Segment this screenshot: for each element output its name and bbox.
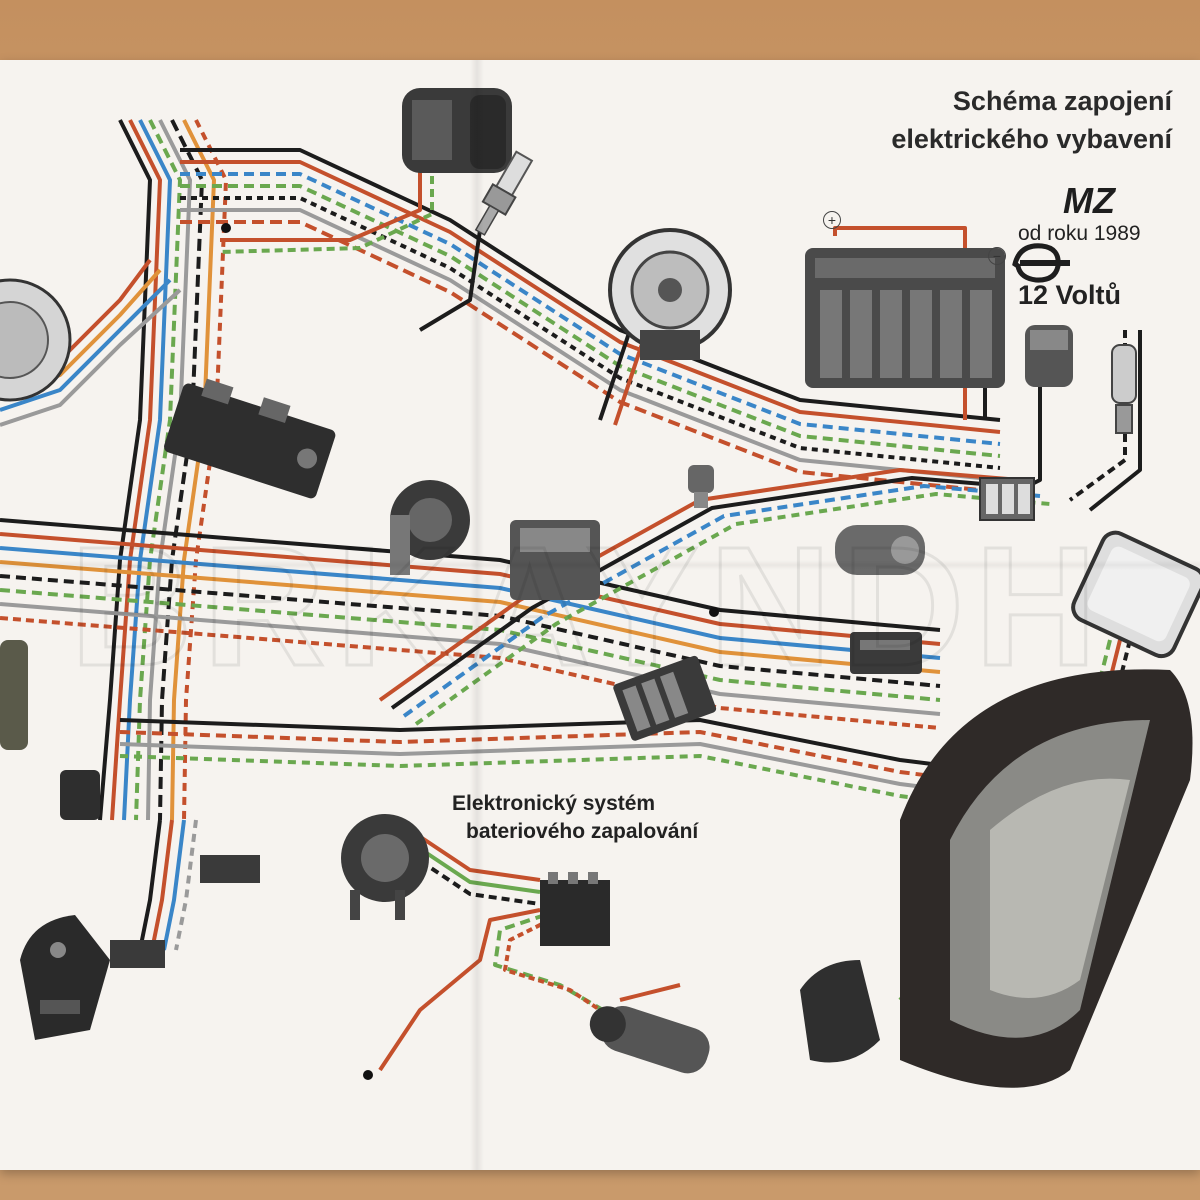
wiring-diagram-poster: BRKAYNDH xyxy=(0,60,1200,1170)
horn xyxy=(390,480,470,575)
voltage-label: 12 Voltů xyxy=(1018,280,1122,310)
ignition-coil-2 xyxy=(835,525,925,575)
junction-dot xyxy=(363,1070,373,1080)
capacitor xyxy=(1025,325,1073,387)
wire xyxy=(150,819,174,951)
wire xyxy=(180,196,1001,470)
relay-switch xyxy=(164,378,336,499)
voltage-regulator xyxy=(510,520,600,600)
wire xyxy=(110,119,162,821)
spark-plug-right xyxy=(1111,344,1137,434)
poster-title-line-1: Schéma zapojení xyxy=(952,86,1172,116)
wire xyxy=(0,532,941,646)
wire xyxy=(1019,380,1042,492)
wire xyxy=(619,983,681,1002)
ignition-system-title: Elektronický systém bateriového zapalová… xyxy=(452,790,698,846)
wire xyxy=(402,484,1041,718)
wire-harness xyxy=(0,119,1142,1072)
wire xyxy=(390,476,1031,710)
wire xyxy=(418,229,482,332)
wire xyxy=(182,119,228,821)
handlebar-switch xyxy=(20,770,260,1040)
wire xyxy=(180,220,1001,494)
wire xyxy=(503,918,632,1032)
wire xyxy=(408,852,541,906)
wire xyxy=(408,840,541,894)
junction-dot xyxy=(709,607,719,617)
wire xyxy=(98,119,152,821)
wire xyxy=(119,754,1061,818)
wire xyxy=(162,819,186,951)
wire xyxy=(493,913,622,1022)
wire xyxy=(414,492,1051,726)
rear-fender-tail xyxy=(800,669,1193,1088)
wiring-diagram: BRKAYNDH xyxy=(0,88,1200,1088)
junction-dot xyxy=(221,223,231,233)
brake-switch xyxy=(688,465,714,508)
wire xyxy=(0,278,172,412)
wire xyxy=(1088,330,1142,512)
ignition-coil xyxy=(402,88,512,173)
watermark: BRKAYNDH xyxy=(70,512,1107,702)
wire xyxy=(180,208,1001,482)
fuse-box xyxy=(979,477,1035,521)
battery-plus-icon: + xyxy=(823,211,841,229)
contact-breaker xyxy=(341,814,429,920)
junction-dots xyxy=(221,223,719,1080)
wire xyxy=(0,518,941,632)
wire xyxy=(0,616,941,730)
alternator xyxy=(608,228,732,360)
wire xyxy=(180,172,1001,446)
tail-light xyxy=(1071,530,1200,659)
wire xyxy=(180,148,1001,422)
wire xyxy=(220,150,422,242)
ignition-title-line-2: bateriového zapalování xyxy=(466,820,699,843)
wire xyxy=(0,602,941,716)
since-year-label: od roku 1989 xyxy=(1018,222,1141,245)
wire xyxy=(219,150,434,254)
ignition-title-line-1: Elektronický systém xyxy=(452,792,656,815)
wire xyxy=(158,119,204,821)
wire xyxy=(0,288,182,427)
wire xyxy=(408,828,541,882)
wire xyxy=(180,160,1001,434)
wire xyxy=(0,546,941,660)
poster-title-line-2: elektrického vybavení xyxy=(891,124,1172,154)
wire xyxy=(174,819,198,951)
headlight xyxy=(0,278,72,750)
wire xyxy=(378,908,541,1072)
wire xyxy=(0,560,941,674)
terminal-block xyxy=(613,655,717,741)
mz-logo xyxy=(1012,243,1070,283)
brand-name: MZ xyxy=(1063,180,1115,221)
wire xyxy=(138,819,162,951)
rectifier xyxy=(850,632,922,674)
ignition-coil-3 xyxy=(589,1005,710,1074)
battery-minus-icon: − xyxy=(988,247,1006,265)
ignition-module xyxy=(540,872,610,946)
poster-fold-horizontal xyxy=(0,560,1200,570)
wire xyxy=(180,184,1001,458)
poster-fold-vertical xyxy=(470,60,484,1170)
spark-plug xyxy=(474,150,534,236)
battery xyxy=(805,248,1005,388)
